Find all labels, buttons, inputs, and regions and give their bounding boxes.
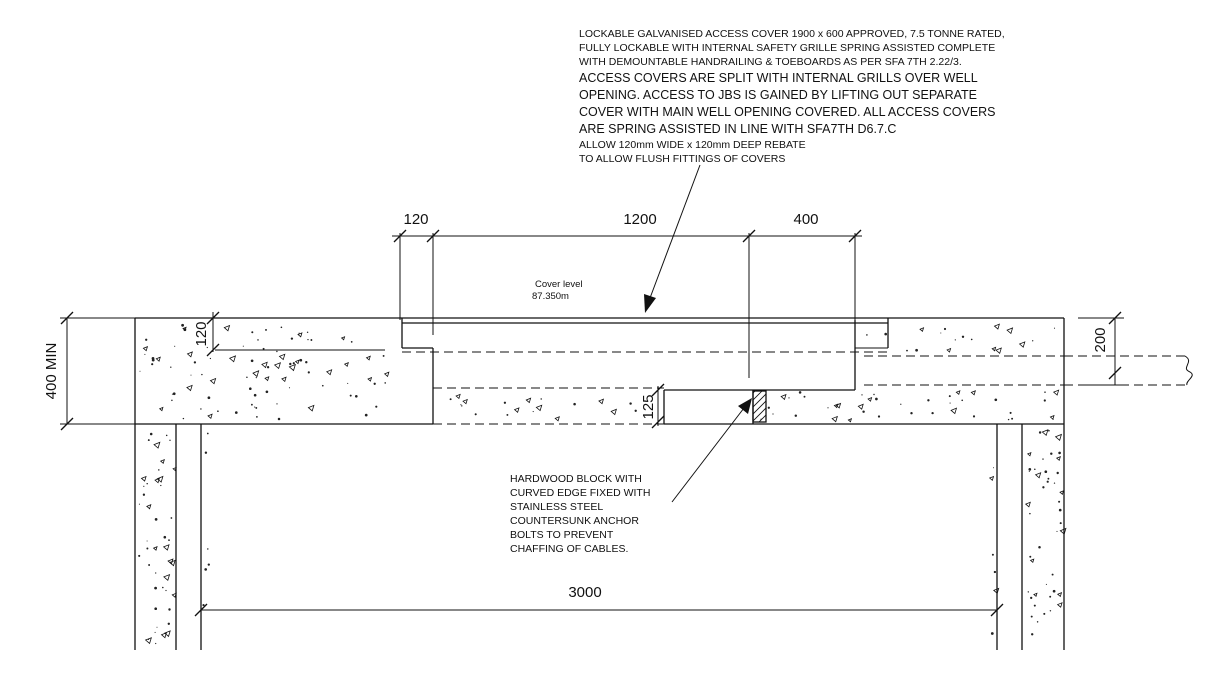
dim-rebate-depth: 120 xyxy=(193,321,210,346)
block-note-line-6: CHAFFING OF CABLES. xyxy=(510,543,628,555)
block-note-line-1: HARDWOOD BLOCK WITH xyxy=(510,473,642,485)
hardwood-block xyxy=(752,390,767,423)
cover-level-value: 87.350m xyxy=(532,291,569,302)
cover-note-line-8: ALLOW 120mm WIDE x 120mm DEEP REBATE xyxy=(579,139,806,151)
cover-note-line-9: TO ALLOW FLUSH FITTINGS OF COVERS xyxy=(579,153,785,165)
block-note-line-4: COUNTERSUNK ANCHOR xyxy=(510,515,639,527)
dim-step-depth: 125 xyxy=(640,394,657,419)
cover-leader-arrow xyxy=(644,164,701,313)
dim-slab-depth: 400 MIN xyxy=(43,343,60,400)
cover-note-line-5: OPENING. ACCESS TO JBS IS GAINED BY LIFT… xyxy=(579,88,977,102)
dim-jb-cover-width: 400 xyxy=(793,211,818,228)
chamber-walls xyxy=(175,424,1023,650)
cover-note-line-3: WITH DEMOUNTABLE HANDRAILING & TOEBOARDS… xyxy=(579,56,962,68)
cover-note: LOCKABLE GALVANISED ACCESS COVER 1900 x … xyxy=(579,28,1005,165)
duct-height-dimension: 200 xyxy=(1078,311,1124,386)
cable-duct xyxy=(1064,355,1193,386)
cover-note-line-1: LOCKABLE GALVANISED ACCESS COVER 1900 x … xyxy=(579,28,1005,40)
dim-rebate-width: 120 xyxy=(403,211,428,228)
cover-note-line-7: ARE SPRING ASSISTED IN LINE WITH SFA7TH … xyxy=(579,122,896,136)
concrete-hatching xyxy=(138,323,1067,645)
block-note-line-2: CURVED EDGE FIXED WITH xyxy=(510,487,650,499)
cover-note-line-2: FULLY LOCKABLE WITH INTERNAL SAFETY GRIL… xyxy=(579,42,995,54)
step-depth-dimension: 125 xyxy=(640,383,665,429)
cover-note-line-4: ACCESS COVERS ARE SPLIT WITH INTERNAL GR… xyxy=(579,71,978,85)
dim-duct-height: 200 xyxy=(1092,327,1109,352)
internal-width-dimension: 3000 xyxy=(194,584,1004,617)
block-note-line-3: STAINLESS STEEL xyxy=(510,501,603,513)
cover-level-label: Cover level xyxy=(535,279,583,290)
cover-level-note: Cover level 87.350m xyxy=(532,279,583,302)
block-note: HARDWOOD BLOCK WITH CURVED EDGE FIXED WI… xyxy=(510,473,650,555)
access-cover-plate xyxy=(402,317,889,349)
rebate-depth-dimension: 120 xyxy=(193,311,220,357)
block-note-line-5: BOLTS TO PREVENT xyxy=(510,529,614,541)
dim-internal-width: 3000 xyxy=(568,584,601,601)
slab-depth-dimension: 400 MIN xyxy=(43,311,135,431)
top-dimension-chain: 120 1200 400 xyxy=(392,211,862,378)
dim-opening-width: 1200 xyxy=(623,211,656,228)
cover-note-line-6: COVER WITH MAIN WELL OPENING COVERED. AL… xyxy=(579,105,996,119)
block-leader-arrow xyxy=(671,398,752,503)
